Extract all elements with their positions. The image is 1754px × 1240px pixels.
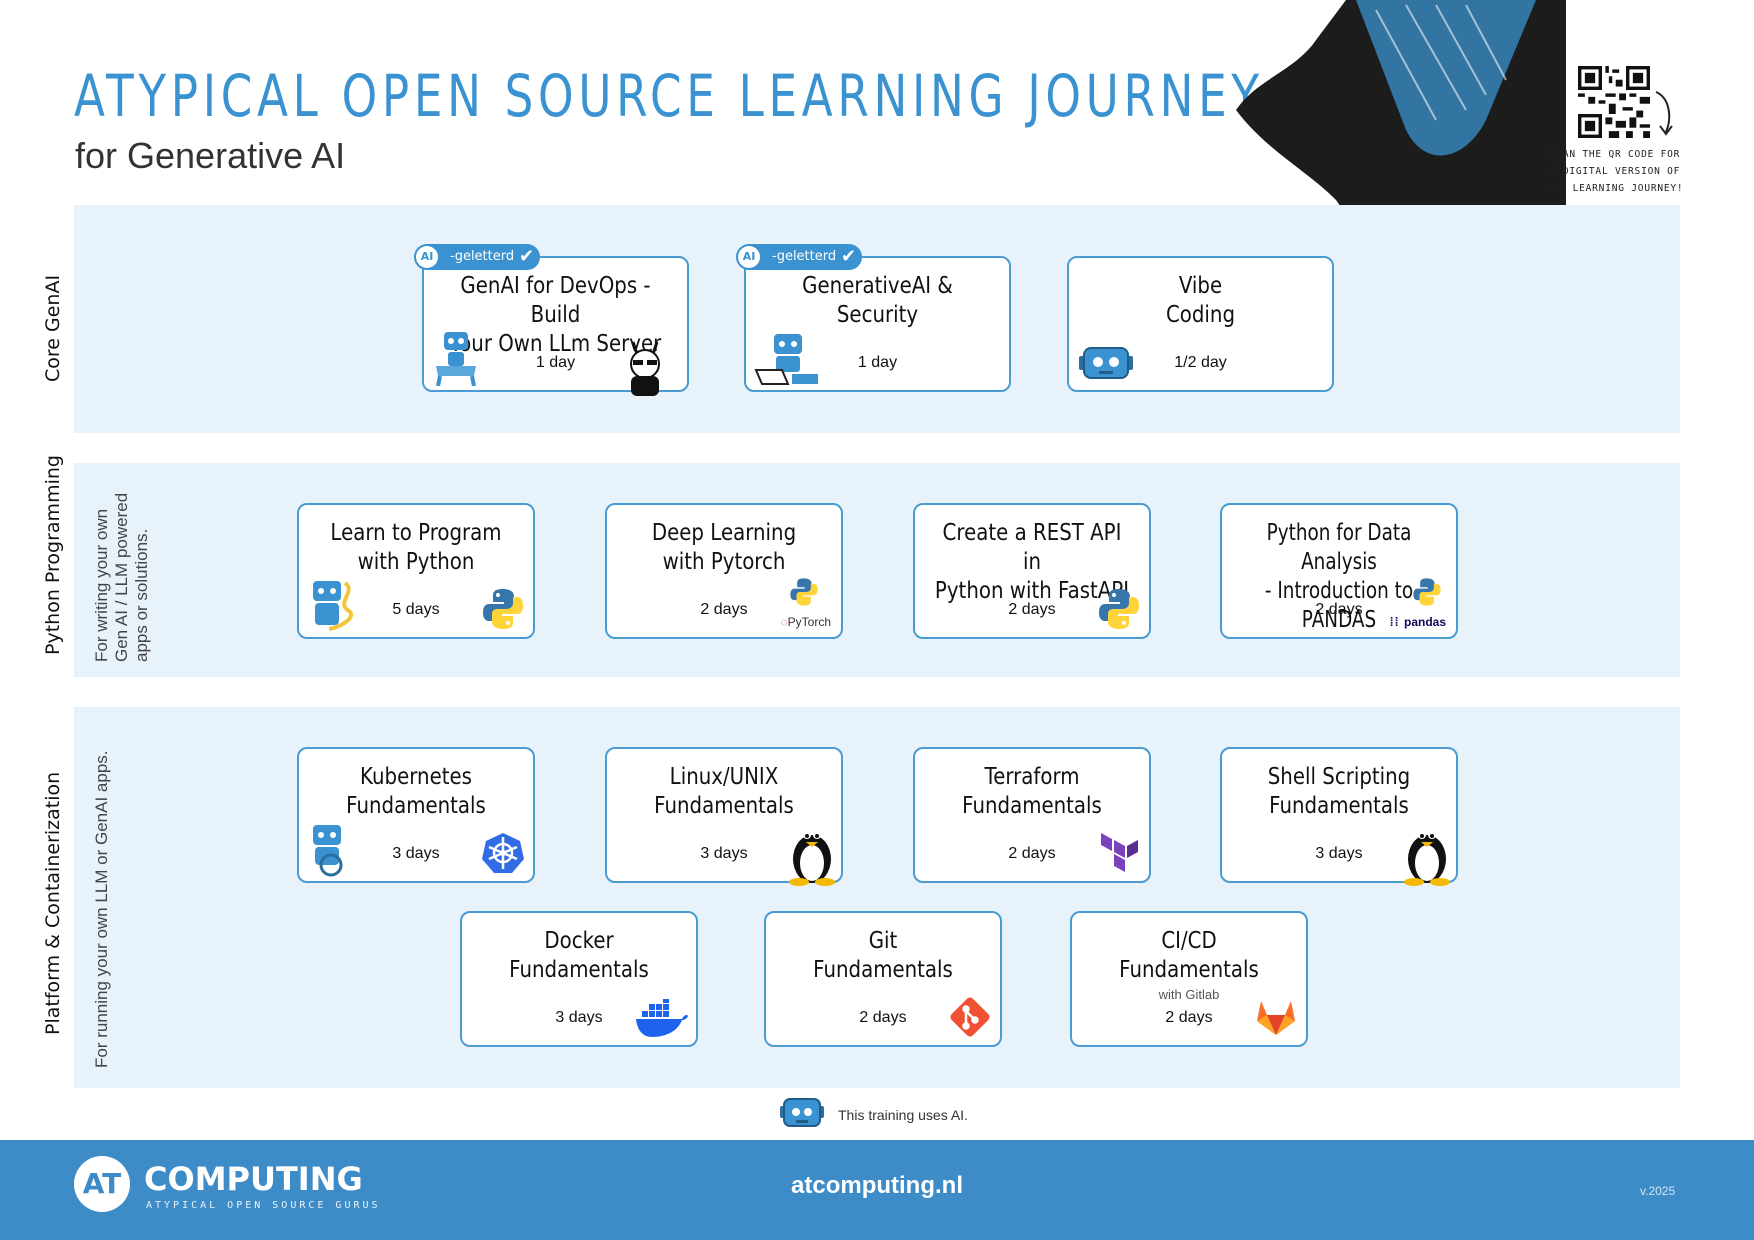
course-duration: 3 days	[1315, 845, 1363, 862]
footer-bar	[0, 1140, 1754, 1240]
kubernetes-icon	[482, 833, 524, 873]
ai-geletterd-badge: AI -geletterd ✔	[736, 244, 863, 270]
tux-penguin-icon	[789, 831, 835, 886]
tux-penguin-icon	[1404, 831, 1450, 886]
course-card-cicd[interactable]: CI/CD Fundamentals with Gitlab 2 days	[1070, 911, 1308, 1047]
robot-laptop-icon	[754, 334, 818, 385]
course-card-linux[interactable]: Linux/UNIX Fundamentals 3 days	[605, 747, 843, 886]
qr-code-icon[interactable]	[1578, 66, 1650, 138]
course-title: Linux/UNIX Fundamentals	[654, 764, 794, 819]
course-card-shell-scripting[interactable]: Shell Scripting Fundamentals 3 days	[1220, 747, 1458, 886]
robot-head-icon	[1079, 347, 1133, 379]
course-duration: 2 days	[1008, 601, 1056, 618]
section-label-core: Core GenAI	[42, 274, 64, 382]
python-icon	[1413, 578, 1441, 606]
course-duration: 2 days	[1165, 1009, 1213, 1026]
course-title: Deep Learning with Pytorch	[651, 520, 797, 575]
pytorch-icon: ◌PyTorch	[780, 615, 832, 629]
course-card-vibe-coding[interactable]: Vibe Coding 1/2 day	[1067, 256, 1334, 392]
course-title: Shell Scripting Fundamentals	[1267, 764, 1411, 819]
course-duration: 3 days	[700, 845, 748, 862]
course-card-learn-python[interactable]: Learn to Program with Python 5 days	[297, 503, 535, 639]
gitlab-fox-icon	[1257, 1001, 1295, 1035]
python-icon	[790, 578, 818, 606]
robot-snake-icon	[313, 581, 353, 631]
course-duration: 3 days	[392, 845, 440, 862]
course-duration: 5 days	[392, 601, 440, 618]
course-duration: 2 days	[1315, 601, 1363, 618]
python-icon	[483, 589, 523, 629]
ai-geletterd-badge: AI -geletterd ✔	[414, 244, 541, 270]
curved-arrow-icon	[1655, 91, 1673, 136]
section-label-platform: Platform & Containerization	[42, 771, 64, 1035]
course-duration: 2 days	[859, 1009, 907, 1026]
version-label: v.2025	[1640, 1184, 1676, 1198]
course-title: Python for Data Analysis - Introduction …	[1264, 520, 1414, 633]
course-title: Kubernetes Fundamentals	[346, 764, 486, 819]
course-duration: 1/2 day	[1174, 354, 1227, 371]
course-duration: 3 days	[555, 1009, 603, 1026]
page-subtitle: for Generative AI	[75, 135, 346, 176]
course-subtitle: with Gitlab	[1158, 987, 1220, 1002]
robot-helm-icon	[313, 825, 343, 877]
page-title: ATYPICAL OPEN SOURCE LEARNING JOURNEY	[74, 62, 1264, 130]
course-title: Vibe Coding	[1165, 273, 1236, 328]
brand-name: COMPUTING	[144, 1160, 363, 1198]
course-card-rest-api[interactable]: Create a REST API in Python with FastAPI…	[913, 503, 1151, 639]
website-link[interactable]: atcomputing.nl	[791, 1172, 963, 1199]
course-duration: 2 days	[1008, 845, 1056, 862]
course-card-kubernetes[interactable]: Kubernetes Fundamentals 3 days	[297, 747, 535, 883]
checkmark-icon: ✔	[519, 246, 535, 267]
course-title: Learn to Program with Python	[330, 520, 502, 575]
robot-head-icon	[780, 1098, 824, 1127]
git-icon	[950, 997, 990, 1037]
brand-tagline: ATYPICAL OPEN SOURCE GURUS	[146, 1200, 381, 1211]
course-duration: 1 day	[535, 354, 576, 371]
course-card-terraform[interactable]: Terraform Fundamentals 2 days	[913, 747, 1151, 883]
course-card-genai-devops[interactable]: AI -geletterd ✔ GenAI for DevOps - Build…	[414, 244, 689, 396]
course-card-genai-security[interactable]: AI -geletterd ✔ GenerativeAI & Security …	[736, 244, 1011, 392]
at-computing-logo: AT	[74, 1156, 130, 1212]
course-title: Git Fundamentals	[813, 928, 953, 983]
course-title: Terraform Fundamentals	[962, 764, 1102, 819]
section-sub-platform: For running your own LLM or GenAI apps.	[92, 750, 111, 1069]
pandas-icon: ⁞⁞ pandas	[1389, 615, 1446, 629]
course-title: GenerativeAI & Security	[802, 273, 953, 328]
course-duration: 2 days	[700, 601, 748, 618]
course-card-data-analysis[interactable]: Python for Data Analysis - Introduction …	[1220, 503, 1458, 639]
course-card-deep-learning[interactable]: Deep Learning with Pytorch 2 days ◌PyTor…	[605, 503, 843, 639]
checkmark-icon: ✔	[841, 246, 857, 267]
docker-whale-icon	[636, 999, 688, 1037]
course-title: GenAI for DevOps - Build Your Own LLm Se…	[449, 273, 662, 357]
qr-caption: SCAN THE QR CODE FOR A DIGITAL VERSION O…	[1546, 149, 1684, 194]
llama-icon	[630, 341, 660, 396]
course-title: CI/CD Fundamentals	[1119, 928, 1259, 983]
legend-text: This training uses AI.	[838, 1107, 968, 1123]
course-card-git[interactable]: Git Fundamentals 2 days	[764, 911, 1002, 1047]
course-card-docker[interactable]: Docker Fundamentals 3 days	[460, 911, 698, 1047]
course-duration: 1 day	[857, 354, 898, 371]
section-label-python: Python Programming	[42, 455, 64, 655]
course-title: Docker Fundamentals	[509, 928, 649, 983]
terraform-icon	[1101, 833, 1138, 872]
section-sub-python: For writing your own Gen AI / LLM powere…	[92, 492, 151, 662]
robot-rider-icon	[436, 332, 476, 386]
course-title: Create a REST API in Python with FastAPI	[934, 520, 1130, 604]
python-icon	[1099, 589, 1139, 629]
